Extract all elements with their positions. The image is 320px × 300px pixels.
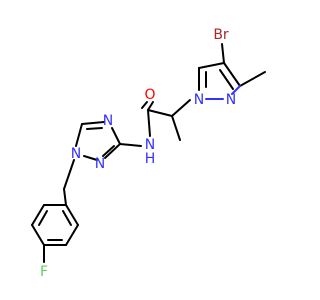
bond-calpha-n1: [171, 99, 191, 117]
bond-phenyl-6: [65, 204, 79, 226]
atom-h-amide: H: [145, 151, 156, 167]
bond-phenyl-2: [31, 204, 45, 226]
atom-n-triazole-4: N: [103, 113, 113, 129]
bond-namide-triazole: [119, 143, 142, 147]
bond-c-o-second: [141, 101, 148, 109]
atom-n-pyrazole-1: N: [194, 92, 204, 108]
bond-ch2-phenyl: [63, 188, 67, 206]
bond-phenyl-5: [65, 224, 79, 246]
atom-o: O: [144, 87, 155, 103]
atom-labels: Br O N N N H N N N F: [40, 27, 236, 280]
bond-triazole-c3-n2-inner: [102, 145, 115, 157]
heteroatom-bonds: [205, 85, 241, 100]
bond-methyl: [239, 71, 266, 87]
atom-n-pyrazole-2: N: [226, 92, 236, 108]
bond-calpha-ccarbonyl: [147, 109, 173, 117]
bond-pyrazole-c3-c4: [223, 62, 241, 87]
bonds: [31, 43, 266, 263]
bond-n1-ch2: [63, 159, 75, 190]
molecule-structure: Br O N N N H N N N F: [31, 27, 266, 280]
atom-n-triazole-2: N: [95, 156, 105, 172]
bond-ccarbonyl-namide: [147, 109, 151, 137]
bond-triazole-c5-n1: [75, 123, 83, 147]
bond-phenyl-inner-3: [62, 210, 72, 226]
bond-c-br: [221, 43, 225, 64]
bond-triazole-n4-c5-inner: [86, 127, 103, 130]
bond-pyrazole-n2-c3: [231, 85, 241, 95]
bond-phenyl-inner-1: [38, 210, 48, 226]
bond-calpha-methyl: [171, 115, 181, 141]
bond-pyrazole-c3-c4-inner: [219, 69, 234, 90]
bond-c-o: [147, 101, 154, 111]
bond-triazole-c3-n2: [104, 143, 121, 159]
bond-triazole-n4-c5: [81, 121, 105, 125]
atom-n-triazole-1: N: [71, 146, 81, 162]
bond-pyrazole-c4-c5: [198, 62, 225, 69]
bond-triazole-c3-n4: [111, 127, 121, 145]
bond-phenyl-3: [31, 224, 45, 246]
atom-f: F: [40, 264, 48, 280]
bond-triazole-n1-n2: [83, 155, 98, 161]
atom-br: Br: [213, 27, 229, 43]
atom-n-amide: N: [145, 137, 155, 153]
